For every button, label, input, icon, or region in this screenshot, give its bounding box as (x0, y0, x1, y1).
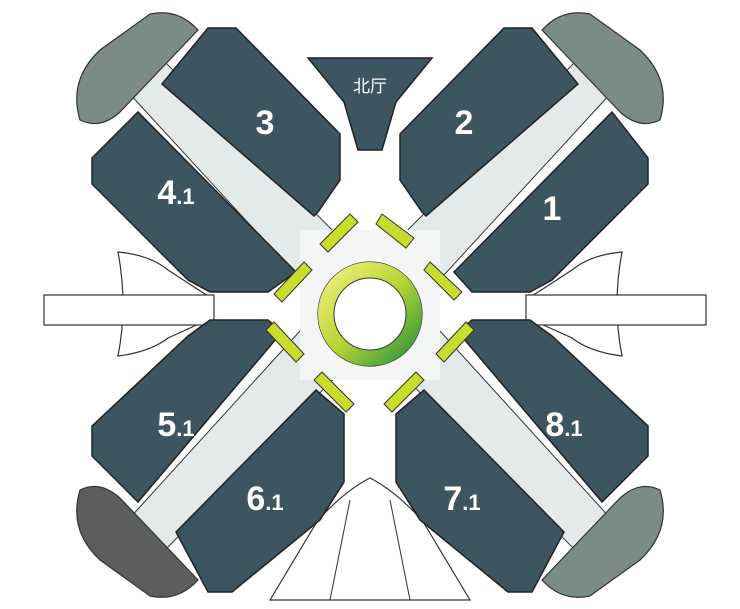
stair-nw (76, 12, 199, 125)
hall-4.1[interactable]: 4.1 (91, 110, 298, 293)
hall-4.1-suffix: .1 (176, 184, 194, 209)
svg-text:6.1: 6.1 (246, 480, 283, 518)
bench (423, 261, 463, 301)
hall-1[interactable]: 1 (452, 110, 649, 293)
hall-2[interactable]: 2 (399, 27, 580, 218)
hall-8.1-suffix: .1 (564, 416, 582, 441)
hall-5.1-suffix: .1 (176, 416, 194, 441)
west-bridge (43, 251, 215, 357)
hall-8.1[interactable]: 8.1 (456, 319, 649, 504)
bench (383, 371, 425, 413)
bench (319, 213, 359, 253)
concourse-corridors (127, 61, 613, 551)
hall-2-number: 2 (455, 104, 474, 142)
hall-7.1[interactable]: 7.1 (395, 388, 565, 593)
bench (313, 371, 355, 413)
bench (265, 321, 305, 363)
north-hall[interactable]: 北厅 (306, 57, 434, 151)
hall-5.1[interactable]: 5.1 (91, 319, 284, 504)
svg-text:1: 1 (543, 190, 562, 228)
hall-6.1-suffix: .1 (265, 490, 283, 515)
hall-3[interactable]: 3 (160, 27, 341, 218)
hall-7.1-suffix: .1 (462, 490, 480, 515)
hall-8.1-number: 8 (545, 406, 564, 444)
hall-1-number: 1 (543, 190, 562, 228)
central-ring (317, 261, 423, 367)
svg-text:3: 3 (256, 104, 275, 142)
stair-sw (76, 485, 199, 598)
bench (375, 213, 415, 249)
stair-se (541, 485, 664, 598)
bench (273, 261, 313, 303)
hall-6.1[interactable]: 6.1 (175, 388, 345, 593)
hall-4.1-number: 4 (157, 174, 176, 212)
hall-6.1-number: 6 (246, 480, 265, 518)
bench (435, 321, 475, 363)
north-hall-label: 北厅 (353, 77, 387, 97)
svg-text:4.1: 4.1 (157, 174, 194, 212)
plaza-benches (265, 213, 475, 413)
hall-3-number: 3 (256, 104, 275, 142)
svg-text:2: 2 (455, 104, 474, 142)
east-bridge (525, 251, 707, 357)
stair-ne (541, 12, 664, 125)
svg-text:8.1: 8.1 (545, 406, 582, 444)
hall-5.1-number: 5 (157, 406, 176, 444)
svg-text:5.1: 5.1 (157, 406, 194, 444)
hall-7.1-number: 7 (443, 480, 462, 518)
svg-text:7.1: 7.1 (443, 480, 480, 518)
